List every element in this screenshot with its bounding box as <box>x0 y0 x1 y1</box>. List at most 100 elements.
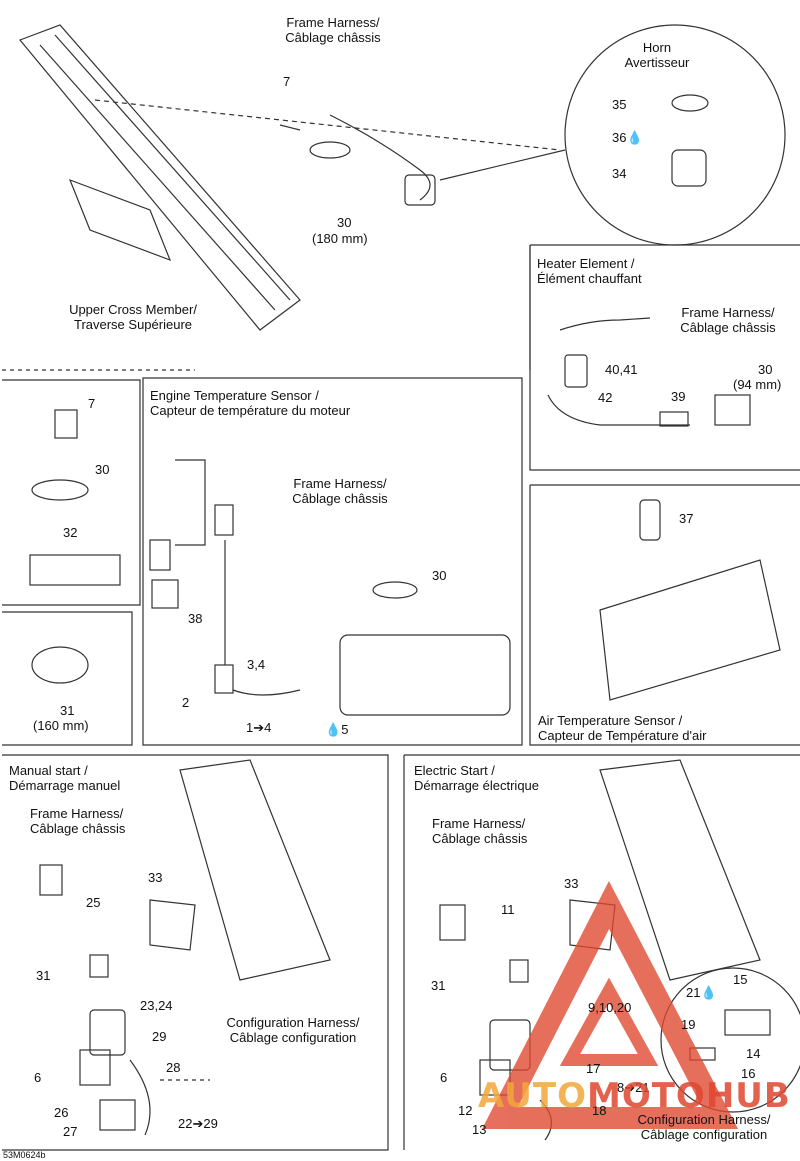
callout-42: 42 <box>598 390 613 405</box>
callout-34: 34 <box>612 166 627 181</box>
frame-tube-outline <box>19 24 301 331</box>
heater-title: Heater Element / Élément chauffant <box>537 256 642 286</box>
connector-6 <box>79 1049 111 1086</box>
screw-7 <box>279 124 301 131</box>
electric-frame <box>599 759 761 981</box>
electric-config-label: Configuration Harness/ Câblage configura… <box>637 1112 771 1142</box>
callout-38: 38 <box>188 611 203 626</box>
leader-horn-circle <box>439 149 566 181</box>
electric-start-title: Electric Start / Démarrage électrique <box>414 763 540 793</box>
callout-3-4: 3,4 <box>247 657 266 672</box>
callout-23-24: 23,24 <box>140 998 173 1013</box>
callout-39: 39 <box>671 389 686 404</box>
callout-94mm: (94 mm) <box>733 377 782 392</box>
callout-6-manual: 6 <box>34 1070 42 1085</box>
air-sensor-title: Air Temperature Sensor / Capteur de Temp… <box>538 713 707 743</box>
callout-26: 26 <box>54 1105 69 1120</box>
heater-element-39 <box>659 411 689 427</box>
heater-harness-label: Frame Harness/ Câblage châssis <box>680 305 776 335</box>
relay-15 <box>724 1009 771 1036</box>
upper-cross-member <box>68 178 172 262</box>
callout-30: 30 <box>337 215 352 230</box>
callout-18: 18 <box>592 1103 607 1118</box>
frame-tube-detail <box>39 34 291 311</box>
connector-11 <box>509 959 529 983</box>
tie-30b <box>31 479 89 501</box>
sensor-wire <box>232 689 301 696</box>
harness-connector <box>214 504 234 536</box>
callout-2: 2 <box>182 695 190 710</box>
heater-bracket <box>714 394 751 426</box>
callout-35: 35 <box>612 97 627 112</box>
config-harness-wire <box>129 1059 151 1136</box>
callout-7: 7 <box>283 74 291 89</box>
footer-code: 53M0624b <box>3 1150 46 1160</box>
air-box <box>599 559 781 701</box>
engine-block <box>339 634 511 716</box>
callout-21: 21💧 <box>686 985 717 1000</box>
tie-30c <box>372 581 418 599</box>
connector-26-27 <box>99 1099 136 1131</box>
callout-28: 28 <box>166 1060 181 1075</box>
callout-14: 14 <box>746 1046 761 1061</box>
horn-title: Horn Avertisseur <box>624 40 690 70</box>
heater-connector <box>564 354 588 388</box>
tie-30 <box>309 141 351 159</box>
clamp-31 <box>31 646 89 684</box>
callout-13: 13 <box>472 1122 487 1137</box>
watermark-text: AUTOMOTOHUB <box>478 1076 791 1116</box>
sensor-connector-3-4 <box>214 664 234 694</box>
callout-5: 💧5 <box>325 722 349 737</box>
callout-8-21: 8➔21 <box>617 1080 650 1095</box>
callout-40-41: 40,41 <box>605 362 638 377</box>
callout-25: 25 <box>86 895 101 910</box>
relay-detail-circle <box>660 967 800 1113</box>
callout-30-engine: 30 <box>432 568 447 583</box>
horn-body-34 <box>671 149 707 187</box>
callout-29: 29 <box>152 1029 167 1044</box>
callout-33-manual: 33 <box>148 870 163 885</box>
callout-160mm: (160 mm) <box>33 718 89 733</box>
callout-17: 17 <box>586 1061 601 1076</box>
callout-31-electric: 31 <box>431 978 446 993</box>
frame-harness-plug <box>39 864 63 896</box>
manual-start-title: Manual start / Démarrage manuel <box>9 763 121 793</box>
connector-38-top <box>149 539 171 571</box>
callout-11: 11 <box>501 902 515 917</box>
frame-harness-label: Frame Harness/ Câblage châssis <box>285 15 381 45</box>
oil-drop-icon: 💧 <box>700 985 717 1000</box>
tube-32 <box>29 554 121 586</box>
manual-frame <box>179 759 331 981</box>
frame-harness-plug-b <box>439 904 466 941</box>
electric-harness-label: Frame Harness/ Câblage châssis <box>432 816 528 846</box>
upper-cross-member-label: Upper Cross Member/ Traverse Supérieure <box>69 302 197 332</box>
heater-lead <box>547 394 690 426</box>
sensor-bracket <box>175 459 206 546</box>
watermark-logo <box>482 881 739 1129</box>
air-sensor-37 <box>639 499 661 541</box>
callout-36: 36💧 <box>612 130 643 145</box>
callout-1-4: 1➔4 <box>246 720 272 735</box>
manual-config-label: Configuration Harness/ Câblage configura… <box>226 1015 360 1045</box>
connector-25 <box>89 954 109 978</box>
leader-frame-horn <box>94 99 561 151</box>
callout-37: 37 <box>679 511 694 526</box>
callout-27: 27 <box>63 1124 78 1139</box>
callout-9-10-20: 9,10,20 <box>588 1000 632 1015</box>
callout-15: 15 <box>733 972 748 987</box>
callout-16: 16 <box>741 1066 756 1081</box>
connector-38 <box>151 579 179 609</box>
callout-7-hw: 7 <box>88 396 96 411</box>
callout-32: 32 <box>63 525 78 540</box>
callout-19: 19 <box>681 1017 696 1032</box>
plate-33 <box>149 899 196 951</box>
callout-12: 12 <box>458 1103 473 1118</box>
callout-30-hw: 30 <box>95 462 110 477</box>
oil-drop-icon: 💧 <box>325 722 342 737</box>
callout-30-heater: 30 <box>758 362 773 377</box>
callout-22-29: 22➔29 <box>178 1116 218 1131</box>
manual-harness-label: Frame Harness/ Câblage châssis <box>30 806 126 836</box>
oil-drop-icon: 💧 <box>626 130 643 145</box>
push-rivet-7 <box>54 409 78 439</box>
